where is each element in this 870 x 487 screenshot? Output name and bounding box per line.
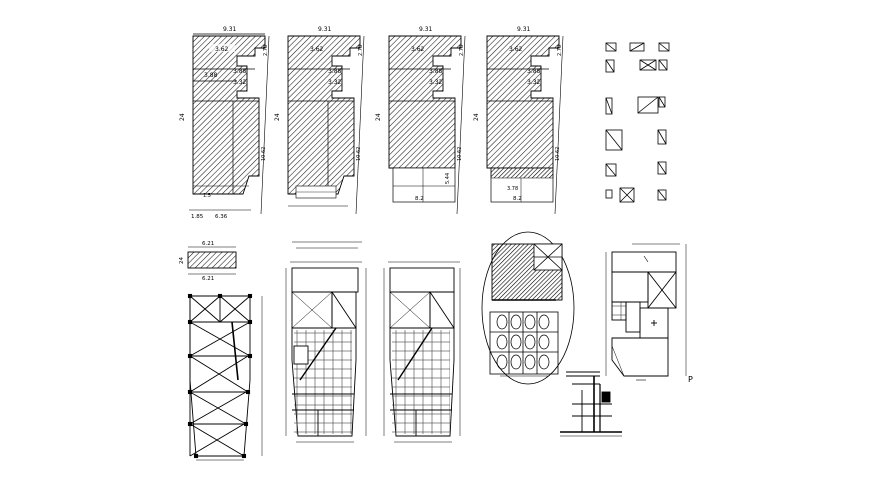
dim-room-b2: 3.88 [233,68,247,75]
dim-side-right: 2.78 [358,45,364,56]
dim-room-f: 8.2 [415,196,424,202]
floor-plan-b [383,261,461,443]
small-rect-width: 6.21 [202,241,214,247]
dim-rear-offset: 1.85 [191,214,204,220]
site-plan: P [605,243,693,384]
small-rect-height: 24 [179,257,185,264]
dim-overall-width: 9.31 [419,26,433,33]
dim-overall-width: 9.31 [223,26,237,33]
dim-room-a: 3.62 [310,46,324,53]
railing-detail [481,231,575,385]
dim-mid-mark: 1.5 [203,193,211,199]
section-detail [560,371,622,437]
dim-room-a: 3.62 [215,46,229,53]
dim-room-c: 3.32 [233,79,247,86]
dim-room-f: 8.2 [513,196,522,202]
slab-plan-1: 9.31 3.62 3.88 3.88 3.32 1.5 24 2.78 10.… [179,26,270,220]
dim-depth: 24 [274,113,281,121]
dim-side-right-lower: 10.62 [555,147,561,161]
dim-overall-width: 9.31 [318,26,332,33]
slab-plan-3: 9.31 3.62 3.88 3.32 8.2 24 2.78 10.62 5.… [375,26,466,215]
dim-room-e: 5.44 [445,173,451,184]
dim-side-right-lower: 10.62 [261,147,267,161]
dim-room-c: 3.32 [527,79,541,86]
dim-room-b: 3.88 [527,68,541,75]
dim-room-b: 3.88 [429,68,443,75]
dim-room-b: 3.88 [328,68,342,75]
dim-depth: 24 [375,113,382,121]
slab-plan-4: 9.31 3.62 3.88 3.32 8.2 24 2.78 10.62 3.… [473,26,564,215]
site-marker-label: P [688,375,693,384]
slab-plan-2: 9.31 3.62 3.88 3.32 24 2.78 10.62 [274,26,365,215]
dim-side-right: 2.78 [557,45,563,56]
dim-rear-width: 6.36 [215,214,228,220]
dim-room-b: 3.88 [204,72,218,79]
floor-plan-a [285,241,367,443]
dim-room-c: 3.32 [328,79,342,86]
small-plan-rect: 6.21 24 6.21 [179,241,237,282]
dim-side-right-lower: 10.62 [356,147,362,161]
dim-room-c: 3.32 [429,79,443,86]
dim-room-a: 3.62 [411,46,425,53]
dim-step-d: 3.78 [507,186,518,192]
small-rect-width-bottom: 6.21 [202,276,214,282]
dim-side-right-lower: 10.62 [457,147,463,161]
dim-overall-width: 9.31 [517,26,531,33]
dim-depth: 24 [473,113,480,121]
dim-side-right: 2.78 [459,45,465,56]
detail-symbols [605,42,670,203]
dim-side-right: 2.78 [263,45,269,56]
dim-room-a: 3.62 [509,46,523,53]
structural-frame-plan [187,293,263,461]
dim-depth: 24 [179,113,186,121]
